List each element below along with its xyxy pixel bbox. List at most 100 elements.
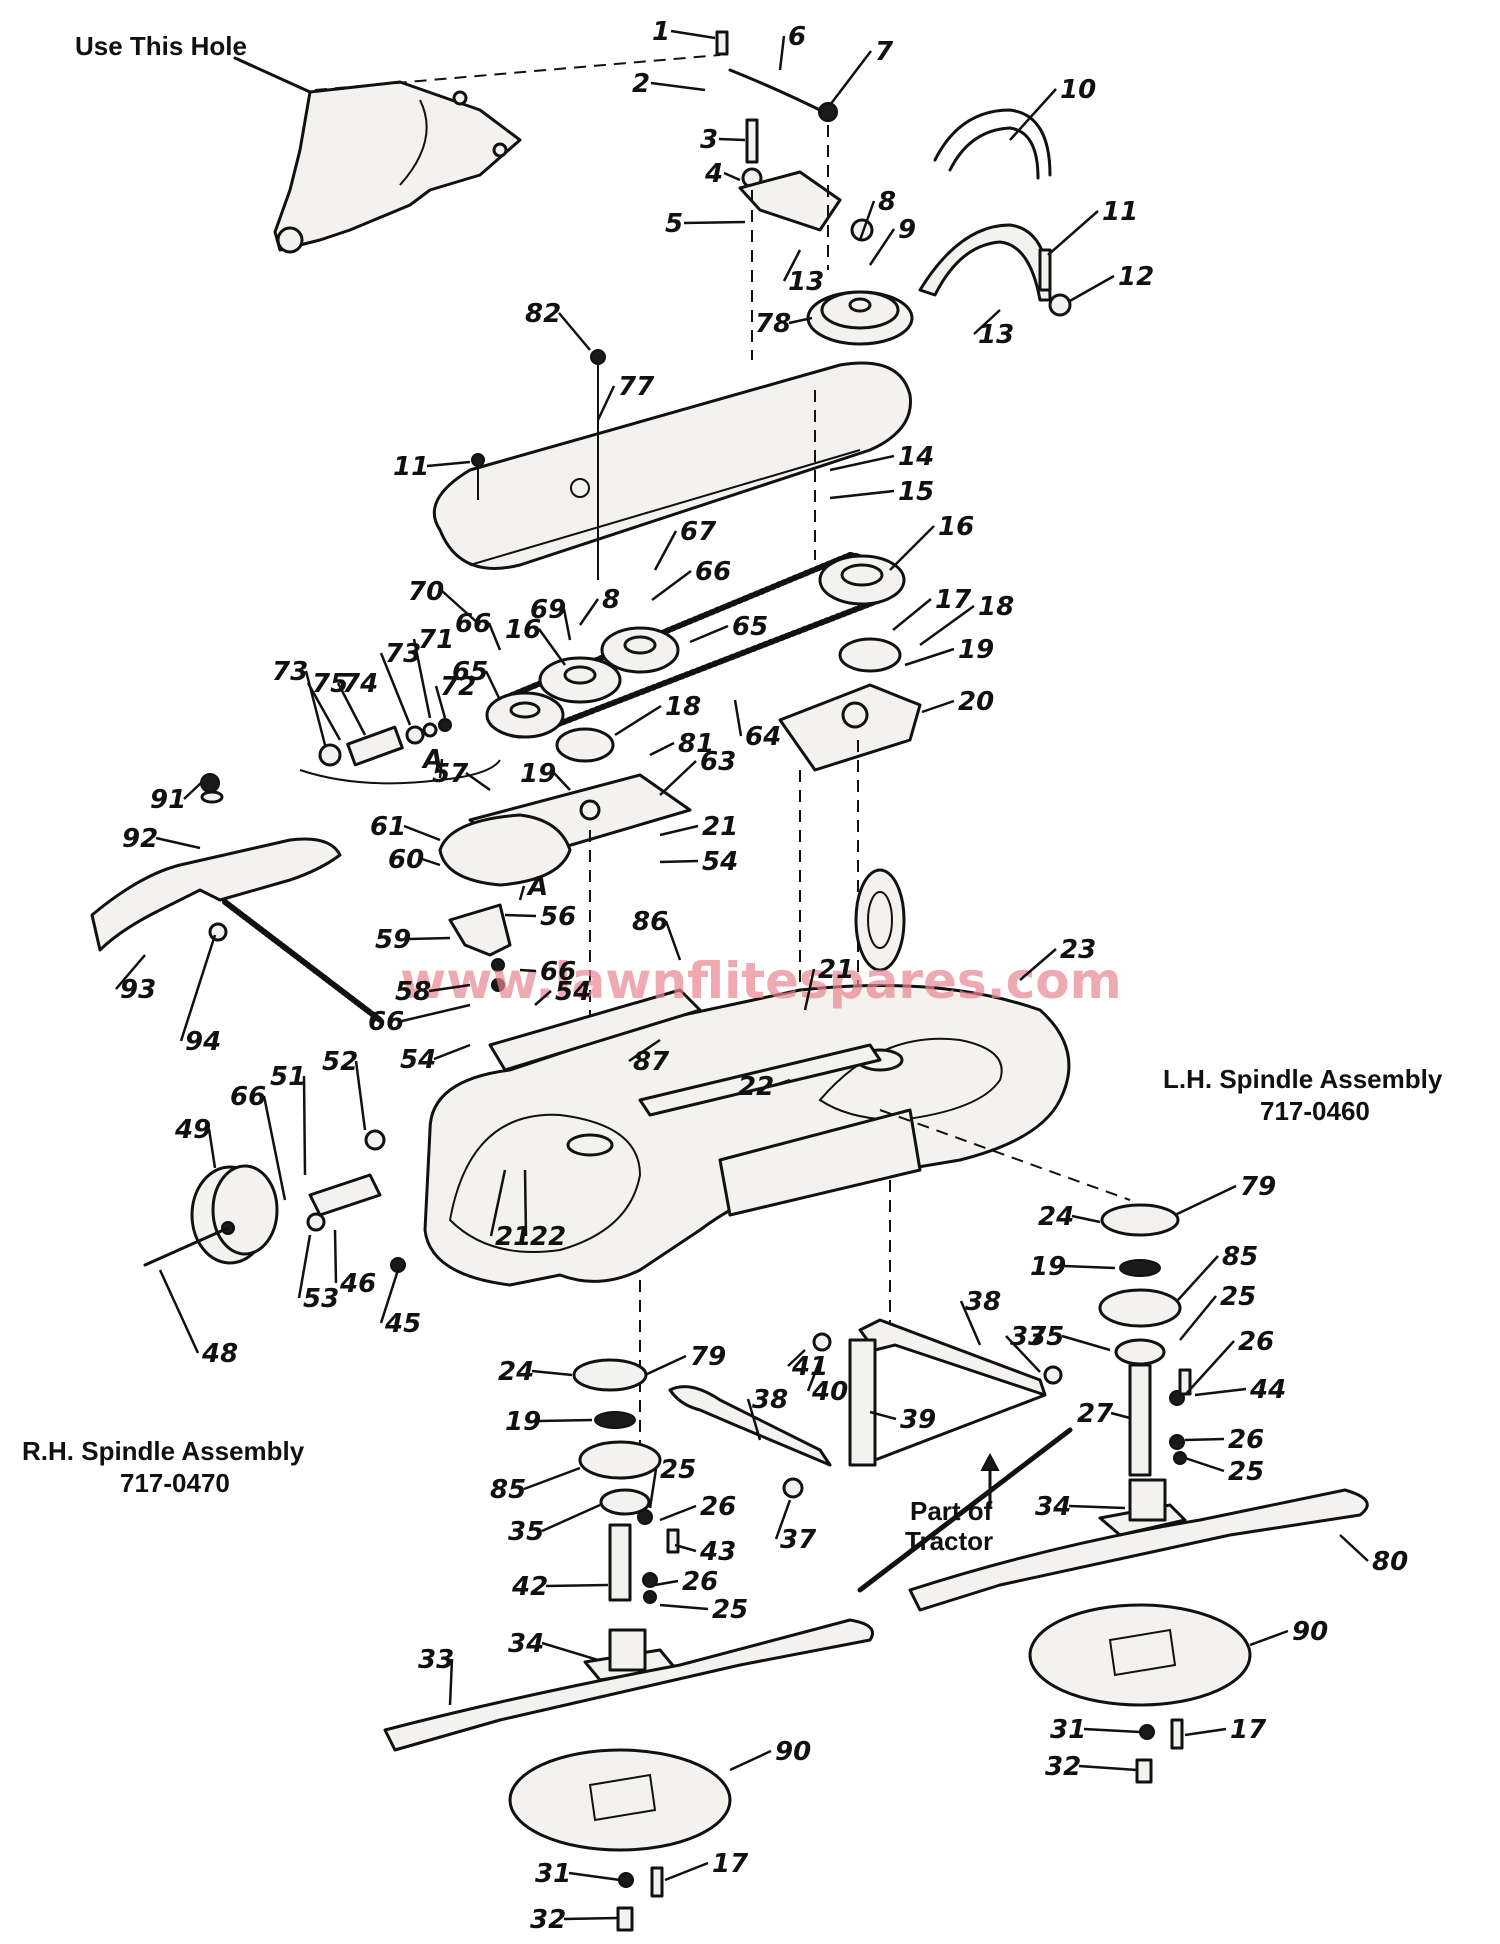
part-label-60: 60 (388, 845, 424, 875)
part-label-35a: 35 (1028, 1322, 1064, 1352)
leader-line-35a (1061, 1334, 1111, 1352)
idler-spring (299, 718, 501, 785)
part-label-15: 15 (898, 477, 934, 507)
part-label-57: 57 (432, 759, 469, 789)
leader-line-26c (659, 1504, 697, 1522)
leader-line-32a (1078, 1764, 1138, 1772)
leader-line-44 (1194, 1387, 1247, 1397)
leader-line-87 (628, 1038, 661, 1063)
leader-line-38a (959, 1300, 982, 1346)
leader-line-41 (787, 1349, 806, 1367)
leader-line-90a (1249, 1629, 1289, 1647)
part-label-32b: 32 (530, 1905, 566, 1935)
leader-line-66d (401, 1003, 471, 1023)
part-label-A1: A (421, 745, 443, 775)
part-label-7: 7 (875, 37, 894, 67)
leader-line-45 (379, 1269, 400, 1324)
part-label-31b: 31 (535, 1859, 571, 1889)
leader-line-24a (1071, 1214, 1101, 1224)
part-label-26a: 26 (1238, 1327, 1274, 1357)
leader-line-73b (379, 652, 412, 726)
part-label-61: 61 (370, 812, 406, 842)
leader-line-86 (664, 920, 682, 961)
part-label-37b: 37 (780, 1525, 817, 1555)
part-label-73b: 73 (385, 639, 421, 669)
part-label-24a: 24 (1038, 1202, 1074, 1232)
part-label-52: 52 (322, 1047, 358, 1077)
part-label-69: 69 (530, 595, 566, 625)
belt-keeper (918, 223, 1072, 317)
part-label-72: 72 (440, 672, 476, 702)
part-label-65b: 65 (452, 657, 488, 687)
watermark-text: www.lawnflitesp​ares.com (400, 952, 1122, 1010)
part-label-78: 78 (755, 309, 791, 339)
leader-line-17b (1184, 1727, 1227, 1737)
part-label-65a: 65 (732, 612, 768, 642)
leader-line-92 (155, 836, 201, 850)
leader-line-39 (869, 1410, 897, 1421)
leader-line-19c (1063, 1264, 1116, 1270)
part-label-54a: 54 (702, 847, 738, 877)
part-label-54b: 54 (555, 977, 591, 1007)
leader-line-37b (774, 1499, 792, 1540)
leader-line-10 (1009, 88, 1057, 141)
part-label-5: 5 (665, 209, 683, 239)
part-label-70: 70 (408, 577, 444, 607)
leader-line-48 (158, 1269, 200, 1354)
part-label-93: 93 (120, 975, 156, 1005)
leader-line-23 (1019, 948, 1057, 981)
rh-assembly-number: 717-0470 (120, 1468, 230, 1498)
leader-line-54b (534, 990, 552, 1006)
part-label-1: 1 (652, 17, 670, 47)
leader-line-66b (487, 622, 502, 651)
part-label-38b: 38 (752, 1385, 788, 1415)
leader-line-64 (733, 699, 743, 737)
leader-line-54a (659, 859, 699, 864)
leader-line-57 (465, 771, 491, 792)
part-label-25c: 25 (660, 1455, 696, 1485)
leader-line-42 (545, 1583, 609, 1588)
leader-line-17c (664, 1861, 709, 1882)
leader-line-21c (489, 1169, 507, 1237)
part-label-66c: 66 (540, 957, 576, 987)
leader-line-13b (973, 309, 1001, 335)
leader-line-4 (723, 171, 741, 182)
part-label-25d: 25 (712, 1595, 748, 1625)
leader-line-66c (519, 968, 537, 973)
part-label-67: 67 (680, 517, 717, 547)
leader-line-26b (1184, 1437, 1225, 1442)
leader-line-75 (306, 682, 342, 741)
part-label-42: 42 (511, 1572, 548, 1602)
part-label-73a: 73 (272, 657, 308, 687)
leader-line-11a (1047, 210, 1099, 256)
part-label-66e: 66 (230, 1082, 266, 1112)
part-label-40: 40 (811, 1377, 848, 1407)
part-label-13a: 13 (788, 267, 824, 297)
leader-line-69 (562, 608, 572, 641)
part-label-33: 33 (418, 1645, 454, 1675)
part-label-74: 74 (342, 669, 378, 699)
part-label-27: 27 (1077, 1399, 1114, 1429)
part-label-41: 41 (791, 1352, 828, 1382)
part-label-63: 63 (700, 747, 736, 777)
leader-line-21a (659, 824, 699, 837)
leader-line-32b (563, 1916, 619, 1921)
part-label-66a: 66 (695, 557, 731, 587)
part-label-19c: 19 (1030, 1252, 1066, 1282)
leader-line-8b (578, 598, 600, 626)
leader-line-A1 (438, 758, 444, 779)
part-label-2: 2 (632, 69, 650, 99)
leader-line-26a (1184, 1340, 1235, 1396)
leader-line-25a (1179, 1295, 1217, 1341)
part-label-32a: 32 (1045, 1752, 1081, 1782)
part-label-75: 75 (312, 669, 348, 699)
leader-line-37a (1005, 1335, 1041, 1373)
leader-line-77 (596, 385, 616, 421)
part-label-11a: 11 (1102, 197, 1138, 227)
part-label-81: 81 (678, 729, 714, 759)
part-label-17a: 17 (935, 585, 972, 615)
part-label-79b: 79 (690, 1342, 726, 1372)
pulley-65-center (600, 626, 680, 674)
part-of-tractor-note-line2: Tractor (905, 1526, 993, 1556)
part-label-48: 48 (201, 1339, 238, 1369)
